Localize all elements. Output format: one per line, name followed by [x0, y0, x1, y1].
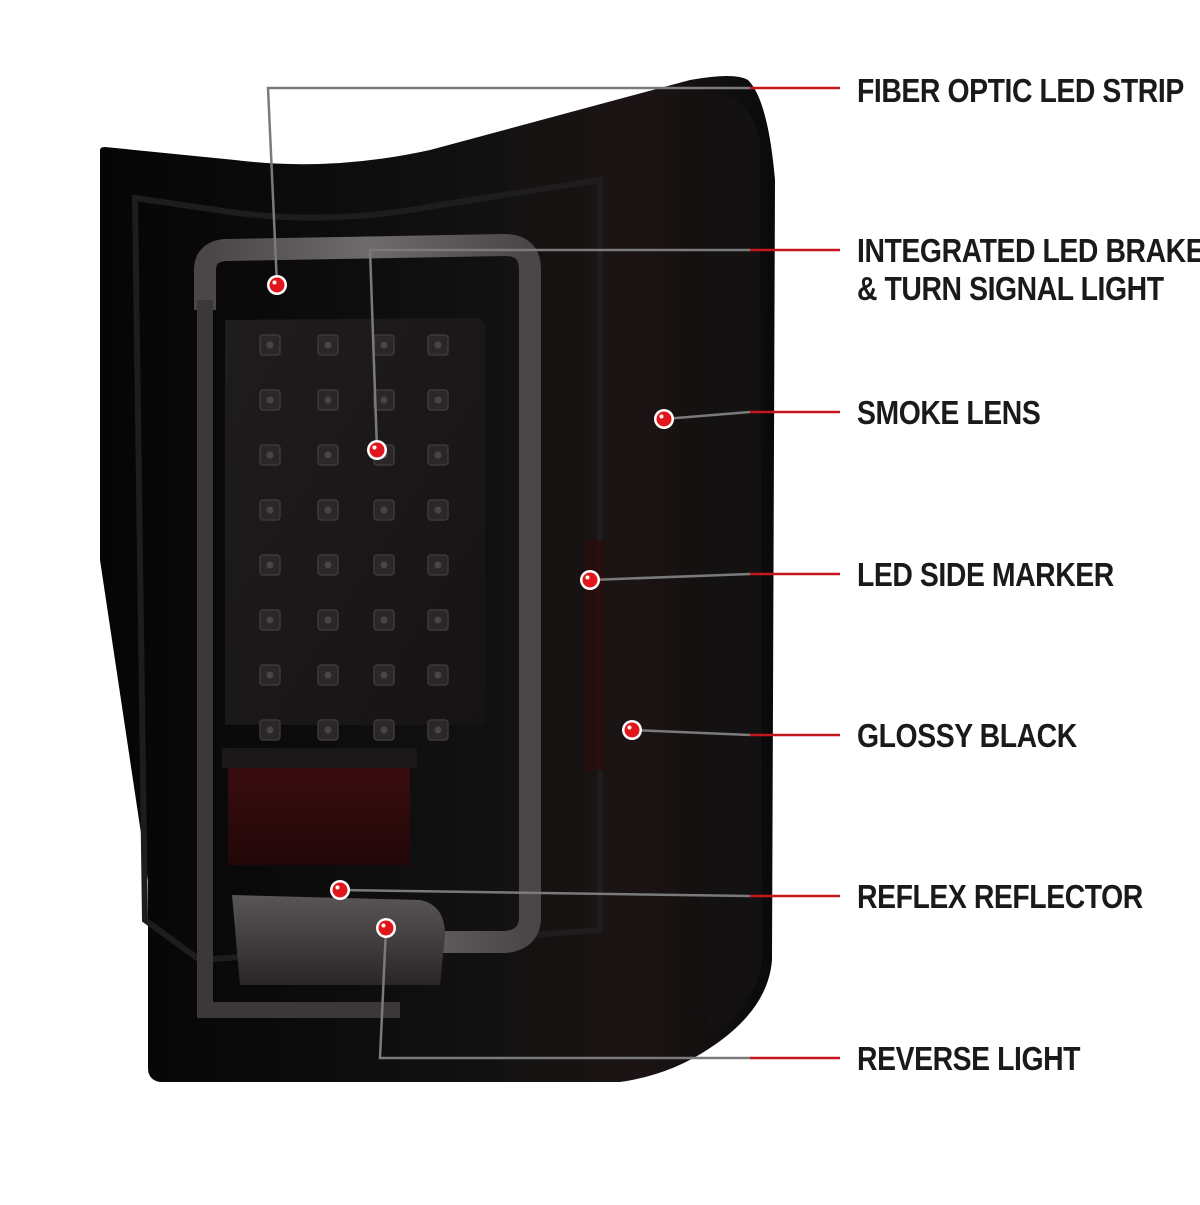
led-chip-core [380, 726, 388, 734]
led-chip-core [380, 396, 388, 404]
marker-dot-highlight [381, 923, 386, 928]
led-chip-core [324, 341, 332, 349]
marker-dot-fiber-optic-led-strip [269, 277, 285, 293]
led-chip-core [380, 616, 388, 624]
led-chip-core [266, 726, 274, 734]
leader-line-reflex-reflector [339, 888, 751, 898]
reflex-reflector-body [228, 765, 410, 865]
led-chip-core [324, 616, 332, 624]
marker-dot-smoke-lens [656, 411, 672, 427]
led-chip-core [324, 396, 332, 404]
marker-dot-led-side-marker [582, 572, 598, 588]
reflector-bezel [222, 748, 417, 768]
marker-dot-highlight [627, 725, 632, 730]
led-chip-core [324, 561, 332, 569]
label-fiber-optic-led-strip: FIBER OPTIC LED STRIP [857, 72, 1184, 109]
leader-line-led-side-marker [589, 572, 751, 582]
inner-frame [131, 176, 603, 964]
marker-dot-highlight [272, 280, 277, 285]
leader-line-glossy-black [631, 728, 751, 737]
leader-line-fiber-optic-led-strip [266, 86, 750, 286]
marker-dot-reflex-reflector [332, 882, 348, 898]
leader-line-integrated-led-brake [368, 248, 750, 451]
label-reverse-light: REVERSE LIGHT [857, 1040, 1081, 1077]
reverse-light-body [232, 895, 445, 985]
label-integrated-led-brake-line1: INTEGRATED LED BRAKE [857, 232, 1200, 269]
led-chip-core [434, 671, 442, 679]
leader-line-reverse-light [378, 927, 750, 1060]
led-chip-core [380, 506, 388, 514]
led-chip-core [266, 341, 274, 349]
led-chip-core [266, 616, 274, 624]
marker-dot-reverse-light [378, 920, 394, 936]
label-glossy-black: GLOSSY BLACK [857, 717, 1077, 754]
led-chip-core [380, 671, 388, 679]
led-chip-core [324, 671, 332, 679]
led-chip-core [266, 451, 274, 459]
led-chip-core [266, 506, 274, 514]
label-integrated-led-brake-line2: & TURN SIGNAL LIGHT [857, 270, 1164, 307]
led-chip-core [324, 506, 332, 514]
led-chip-core [266, 561, 274, 569]
fiber-optic-tube-lower [197, 300, 400, 1018]
label-led-side-marker: LED SIDE MARKER [857, 556, 1114, 593]
led-chip-core [324, 451, 332, 459]
side-marker-glow [585, 540, 605, 770]
led-lens [225, 318, 485, 725]
led-chip-core [266, 396, 274, 404]
led-chip-core [434, 726, 442, 734]
marker-dot-highlight [372, 445, 377, 450]
led-chip-core [434, 396, 442, 404]
led-chip-core [324, 726, 332, 734]
marker-dot-highlight [585, 575, 590, 580]
marker-dot-glossy-black [624, 722, 640, 738]
marker-dot-integrated-led-brake [369, 442, 385, 458]
marker-dot-highlight [659, 414, 664, 419]
marker-dot-highlight [335, 885, 340, 890]
label-smoke-lens: SMOKE LENS [857, 394, 1041, 431]
led-chip-core [380, 341, 388, 349]
led-chip-core [380, 561, 388, 569]
leader-line-smoke-lens [663, 410, 751, 421]
led-chip-core [266, 671, 274, 679]
led-grid [259, 334, 449, 741]
led-chip-core [434, 616, 442, 624]
glossy-edge [700, 93, 762, 1035]
led-chip-core [434, 561, 442, 569]
led-chip-core [434, 506, 442, 514]
label-reflex-reflector: REFLEX REFLECTOR [857, 878, 1143, 915]
led-chip-core [434, 341, 442, 349]
led-chip-core [434, 451, 442, 459]
label-integrated-led-brake: INTEGRATED LED BRAKE & TURN SIGNAL LIGHT [857, 232, 1200, 308]
